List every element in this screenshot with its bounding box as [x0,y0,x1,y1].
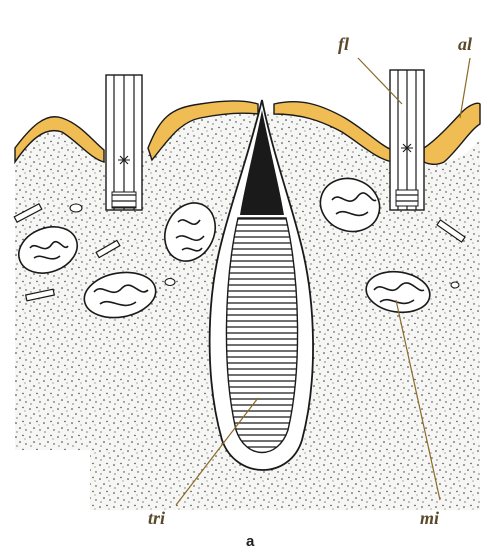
leader-tri [175,397,259,506]
trichocyst [208,99,314,471]
label-mi: mi [420,508,439,528]
mitochondrion-3 [83,271,157,319]
alveolus-left [14,116,105,165]
alveolus-right [423,102,481,165]
leader-al [459,57,471,119]
label-tri: tri [148,508,165,528]
leader-mi [395,299,441,501]
leader-fl [357,57,403,105]
panel-label: a [246,533,255,550]
mitochondrion-2 [164,202,216,262]
cilium-left [105,74,143,211]
mitochondrion-1 [18,226,78,274]
mitochondrion-5 [365,270,431,314]
label-fl: fl [338,34,349,54]
label-al: al [458,34,472,54]
mitochondrion-4 [319,177,381,233]
cilium-right [389,69,425,211]
cytoplasmic-inclusions [13,202,466,302]
